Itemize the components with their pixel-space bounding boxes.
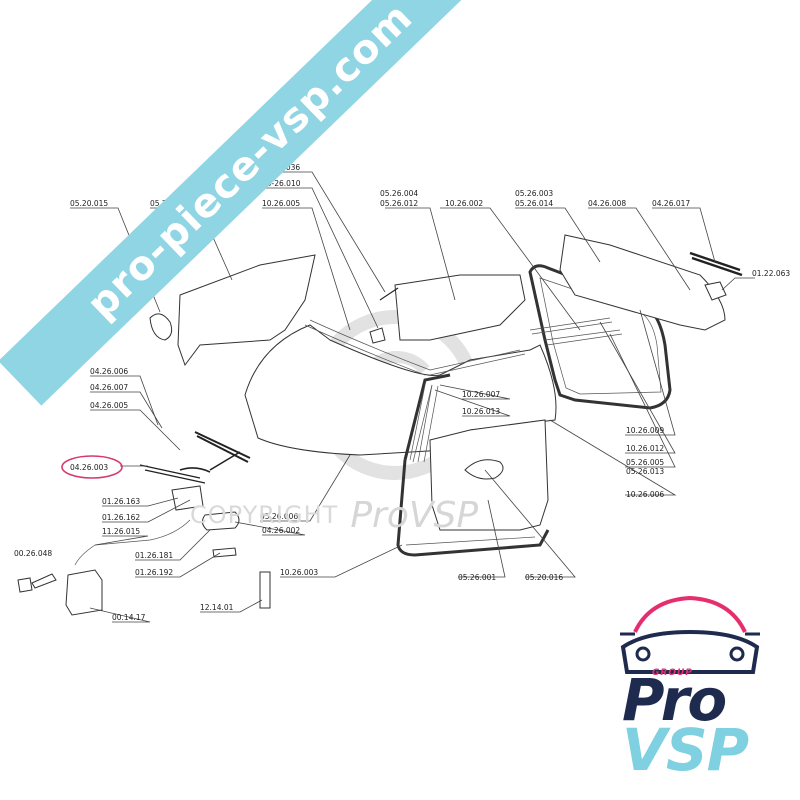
label-10-26-005: 10.26.005 [262,199,300,208]
label-10-26-003: 10.26.003 [280,568,318,577]
door-channel-strips [409,384,439,463]
label-05-26-012: 05.26.012 [380,199,418,208]
label-10-26-012: 10.26.012 [626,444,664,453]
label-01-26-181: 01.26.181 [135,551,173,560]
gas-strut [259,571,271,609]
rear-wiper-motor [704,281,727,301]
glass-rail-upper [529,317,623,346]
leader-lines [70,171,755,623]
washer-jet-top [379,287,399,301]
windscreen-glass [244,324,557,456]
wiper-motor [201,511,240,531]
small-bracket [212,547,237,558]
door-frame-seal-inner [405,384,536,546]
label-04-26-003: 04.26.003 [70,463,108,472]
label-00-14-17: 00.14.17 [112,613,146,622]
front-wiper-blade [194,431,251,463]
washer-pump-connector [17,573,57,593]
label-10-26-002: 10.26.002 [445,199,483,208]
label-05-26-013: 05.26.013 [626,467,664,476]
mirror-part-left [149,313,173,341]
wiper-bracket [171,485,204,511]
rear-window-seal [528,264,672,410]
label-01-26-163: 01.26.163 [102,497,140,506]
washer-jet [369,327,386,344]
label-05-20-016: 05.20.016 [525,573,563,582]
label-05-26-001: 05.26.001 [458,573,496,582]
logo-car-outline-icon [620,595,760,674]
washer-hose [74,519,191,566]
label-05-26-014: 05.26.014 [515,199,553,208]
door-mirror-part [464,459,504,480]
label-10-26-007: 10.26.007 [462,390,500,399]
label-10-26-006: 10.26.006 [626,490,664,499]
label-04-26-005: 04.26.005 [90,401,128,410]
label-11-26-015: 11.26.015 [102,527,140,536]
label-12-14-01: 12.14.01 [200,603,234,612]
label-04-26-006: 04.26.006 [90,367,128,376]
label-04-26-002: 04.26.002 [262,526,300,535]
logo-pro-text: Pro [622,666,727,734]
label-04-26-008: 04.26.008 [588,199,626,208]
label-05-26-003: 05.26.003 [515,189,553,198]
label-01-26-192: 01.26.192 [135,568,173,577]
label-05-20-015: 05.20.015 [70,199,108,208]
label-05-26-010: 05-26.010 [262,179,301,188]
label-01-22-063: 01.22.063 [752,269,790,278]
door-frame-seal [396,373,550,557]
label-04-26-007: 04.26.007 [90,383,128,392]
logo-group-label: GROUP [652,668,693,678]
wiper-linkage-rod [139,464,206,484]
highlight-ring [61,455,123,479]
label-04-26-017: 04.26.017 [652,199,690,208]
rear-window-glass [559,234,726,331]
windscreen-seal [304,319,526,376]
logo-vsp-text: VSP [622,716,749,784]
front-wiper-arm [179,451,241,473]
label-05-26-004: 05.26.004 [380,189,418,198]
label-00-26-048: 00.26.048 [14,549,52,558]
label-05-26-006: 05.26.006 [260,512,298,521]
rear-wiper-blade [689,251,743,277]
washer-bottle [65,569,103,616]
label-10-26-013: 10.26.013 [462,407,500,416]
label-10-26-009: 10.26.009 [626,426,664,435]
rear-quarter-glass-left [177,254,316,367]
label-05-26-005: 05.26.005 [626,458,664,467]
provsp-logo: GROUP Pro VSP [600,588,775,788]
label-01-26-162: 01.26.162 [102,513,140,522]
rear-side-glass-top [394,274,526,341]
